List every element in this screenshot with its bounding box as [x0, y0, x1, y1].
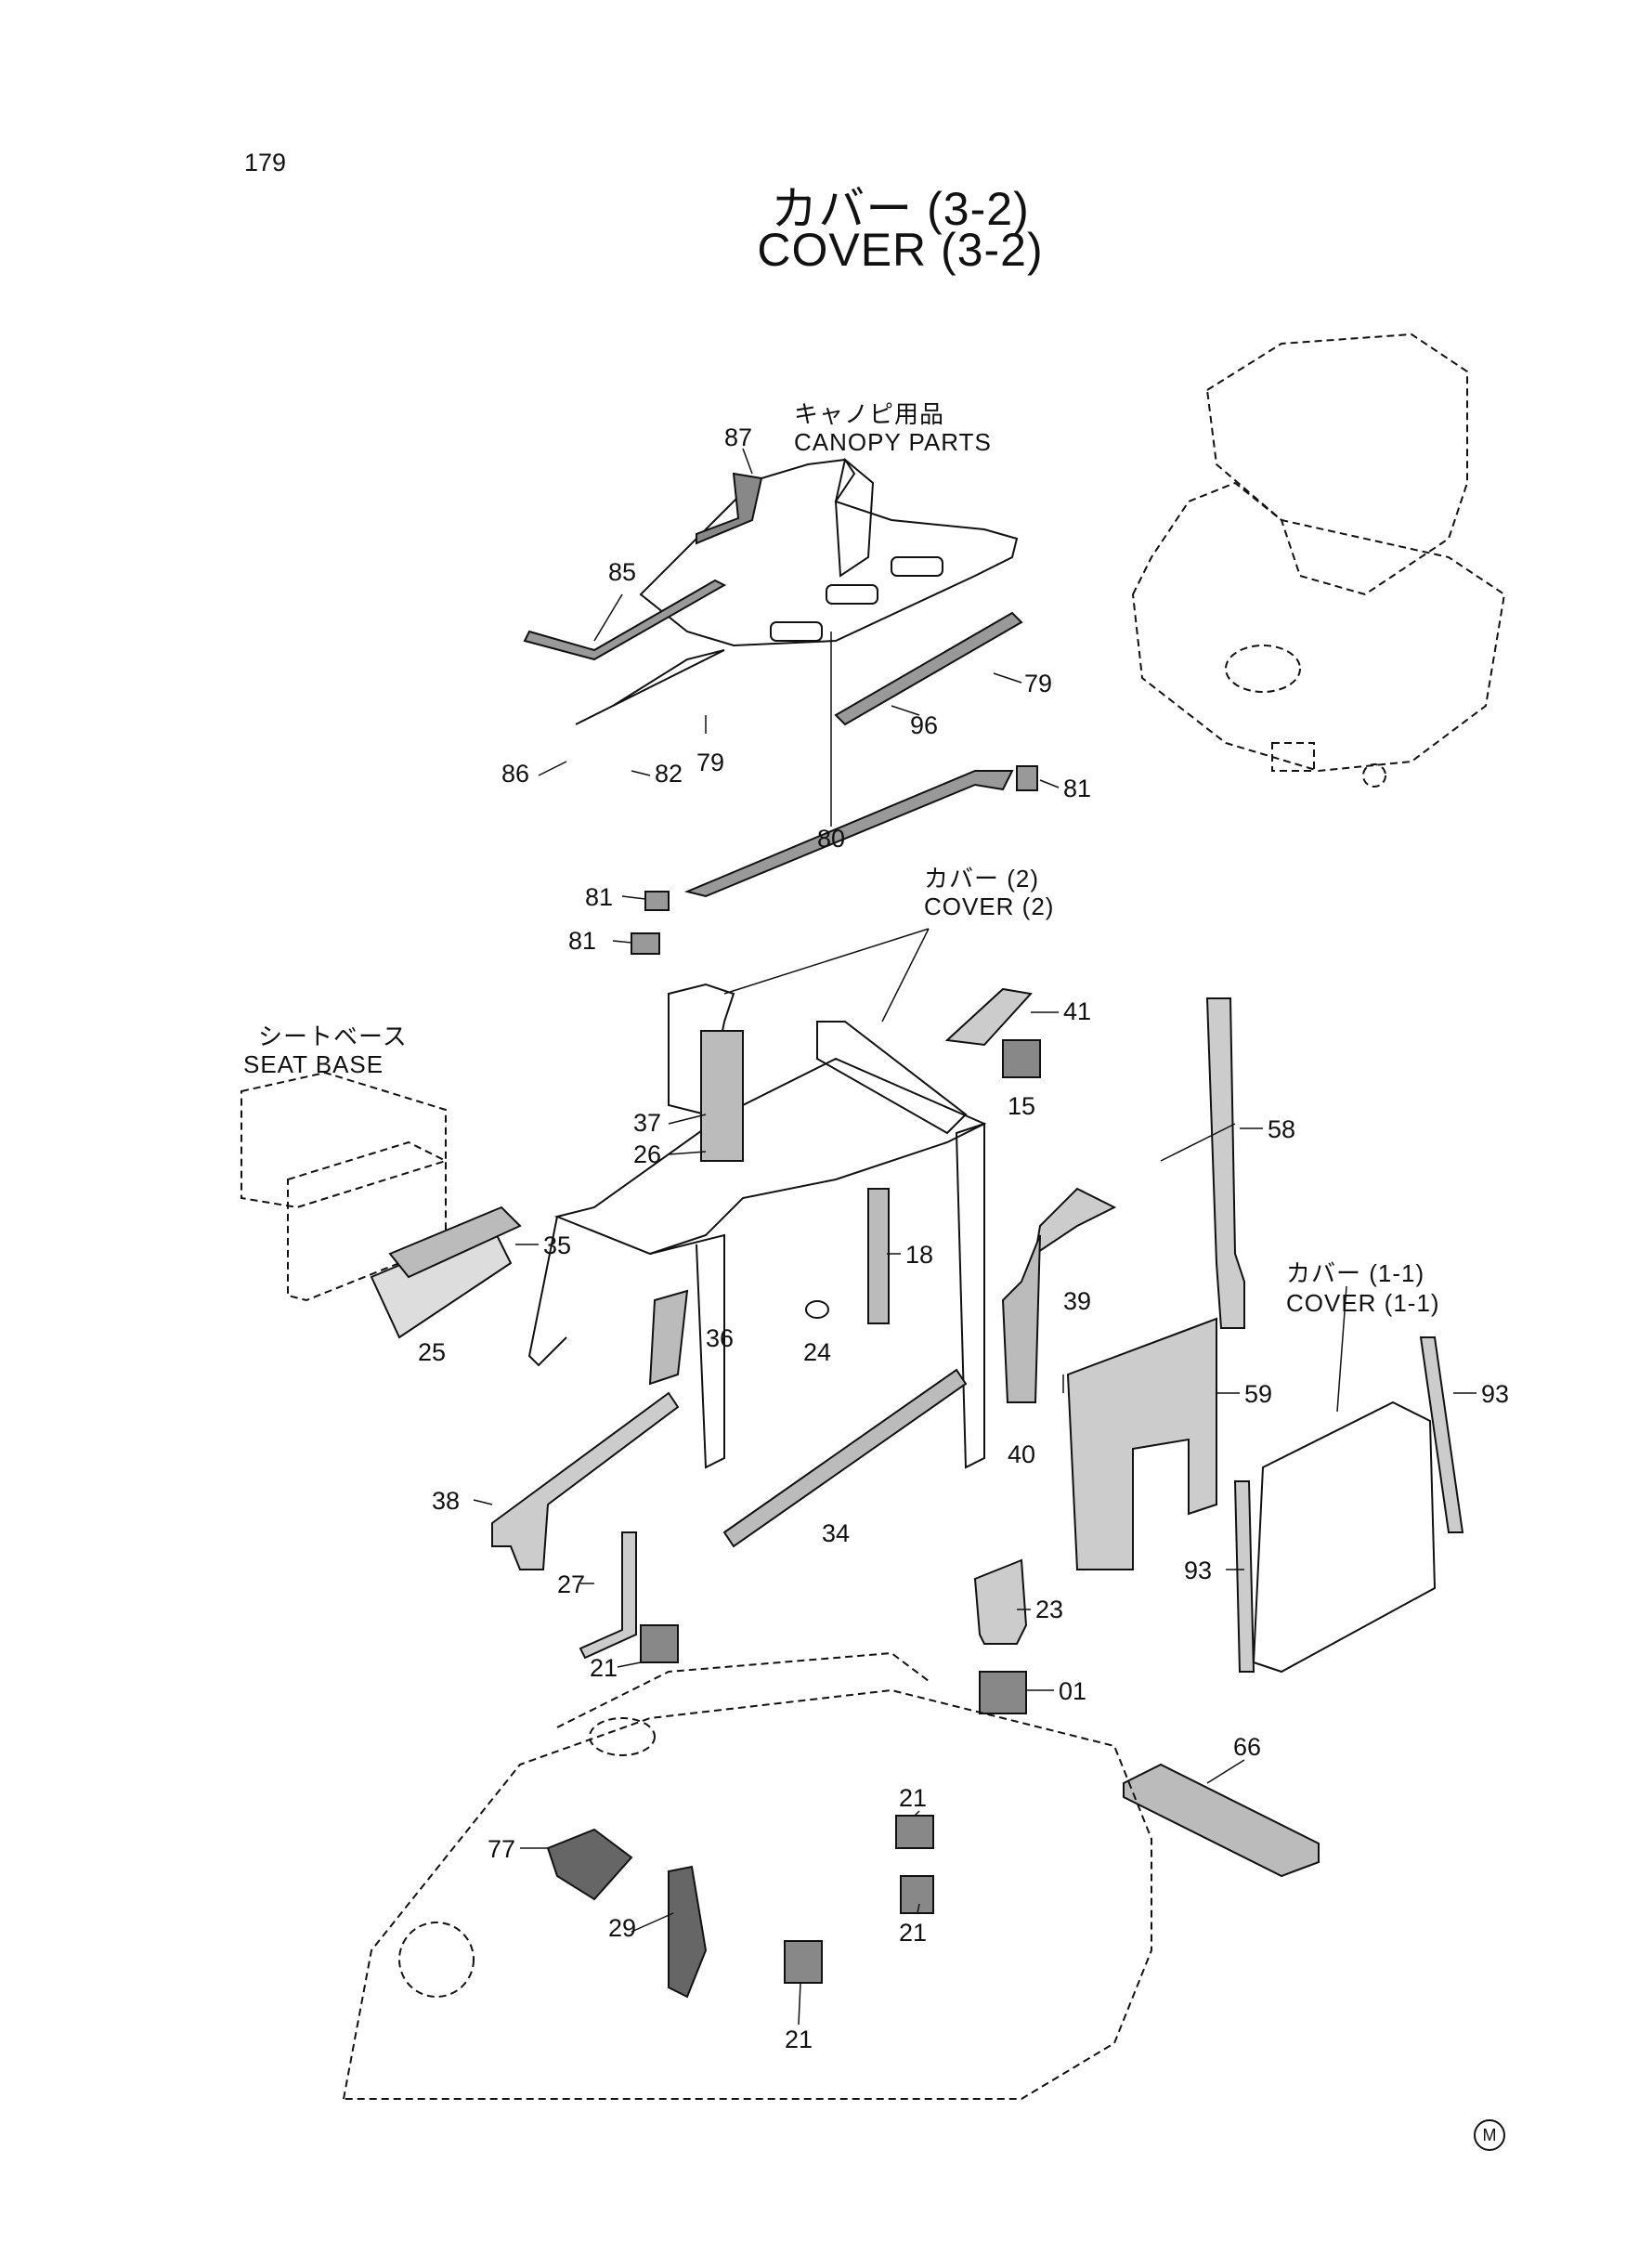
part-01-shape	[979, 1671, 1027, 1714]
callout-86: 86	[501, 760, 529, 788]
seat-base-label-jp: シートベース	[258, 1023, 408, 1050]
part-93-shape-b	[1233, 1480, 1255, 1673]
machine-overview	[1131, 332, 1506, 788]
callout-35: 35	[543, 1231, 571, 1259]
cover-2-frame	[527, 983, 987, 1469]
callout-21: 21	[899, 1784, 927, 1812]
callout-82: 82	[655, 760, 683, 788]
callout-34: 34	[822, 1519, 850, 1547]
callout-81: 81	[568, 927, 596, 955]
part-15-shape	[1002, 1039, 1041, 1078]
callout-15: 15	[1008, 1092, 1035, 1120]
callout-25: 25	[418, 1338, 446, 1366]
callout-77: 77	[488, 1835, 515, 1863]
canopy-parts-label-en: CANOPY PARTS	[794, 428, 992, 456]
callout-21: 21	[590, 1654, 618, 1682]
cover-2-label-en: COVER (2)	[924, 892, 1054, 920]
callout-24: 24	[803, 1338, 831, 1366]
callout-59: 59	[1244, 1380, 1272, 1408]
part-21-shape-b	[895, 1815, 934, 1849]
callout-26: 26	[633, 1140, 661, 1168]
callout-58: 58	[1268, 1115, 1295, 1143]
callout-39: 39	[1063, 1287, 1091, 1315]
callout-85: 85	[608, 558, 636, 586]
part-38-shape	[491, 1391, 680, 1570]
part-66-shape	[1123, 1763, 1320, 1878]
canopy-parts-label-jp: キャノピ用品	[794, 400, 944, 428]
cover-1-1-label-en: COVER (1-1)	[1286, 1289, 1440, 1317]
part-24-shape	[805, 1300, 829, 1319]
part-81-shape-b	[644, 891, 670, 911]
part-59-shape	[1066, 1317, 1217, 1570]
part-81-shape-c	[631, 932, 660, 955]
part-87-shape	[696, 472, 763, 545]
canopy-frame	[575, 458, 1019, 725]
part-40-shape	[1001, 1234, 1041, 1403]
callout-96: 96	[910, 711, 938, 739]
callout-37: 37	[633, 1109, 661, 1137]
callout-36: 36	[706, 1324, 734, 1352]
title-japanese: カバー (3-2)	[771, 183, 1030, 235]
part-23-shape	[973, 1558, 1028, 1645]
seat-base-label-en: SEAT BASE	[243, 1050, 384, 1078]
part-85-shape	[523, 579, 727, 661]
cover-1-1-label-jp: カバー (1-1)	[1286, 1259, 1424, 1287]
callout-01: 01	[1059, 1677, 1086, 1705]
callout-93: 93	[1481, 1380, 1509, 1408]
callout-79: 79	[696, 749, 724, 776]
callout-93: 93	[1184, 1557, 1212, 1584]
callout-81: 81	[1063, 775, 1091, 802]
seat-base	[241, 1071, 447, 1302]
part-81-shape-a	[1016, 765, 1038, 791]
callout-79: 79	[1024, 670, 1052, 697]
cover-2-label-jp: カバー (2)	[924, 865, 1039, 892]
part-21-shape-a	[640, 1624, 679, 1663]
callout-27: 27	[557, 1570, 585, 1598]
base-frame	[342, 1651, 1152, 2100]
part-41-shape	[944, 987, 1033, 1047]
callout-66: 66	[1233, 1733, 1261, 1761]
part-36-shape	[648, 1289, 689, 1386]
part-29-shape	[668, 1865, 708, 1999]
callout-29: 29	[608, 1914, 636, 1942]
cover-1-1-shape	[1252, 1401, 1437, 1674]
callout-38: 38	[432, 1487, 460, 1515]
page-number: 179	[244, 149, 287, 176]
part-37-shape	[700, 1030, 744, 1162]
part-27-shape	[579, 1531, 637, 1660]
part-18-shape	[867, 1188, 890, 1324]
callout-41: 41	[1063, 997, 1091, 1025]
part-96-shape	[834, 611, 1023, 726]
corner-mark: M	[1474, 2119, 1505, 2151]
part-58-shape	[1205, 997, 1245, 1329]
part-39-shape	[1034, 1187, 1117, 1257]
part-21-shape-c	[900, 1875, 934, 1914]
callout-81: 81	[585, 883, 613, 911]
callout-80: 80	[817, 825, 845, 853]
callout-21: 21	[785, 2026, 813, 2053]
callout-18: 18	[905, 1241, 933, 1269]
callout-21: 21	[899, 1919, 927, 1947]
part-34-shape	[722, 1368, 968, 1548]
leader-lines	[473, 448, 1476, 2026]
part-93-shape-a	[1419, 1336, 1464, 1533]
title-english: COVER (3-2)	[757, 224, 1044, 276]
part-80-shape	[683, 770, 1014, 898]
callout-40: 40	[1008, 1440, 1035, 1468]
part-21-shape-d	[784, 1940, 823, 1984]
part-77-shape	[546, 1828, 633, 1901]
callout-23: 23	[1035, 1596, 1063, 1623]
callout-87: 87	[724, 423, 752, 451]
part-35-shape	[388, 1205, 522, 1279]
